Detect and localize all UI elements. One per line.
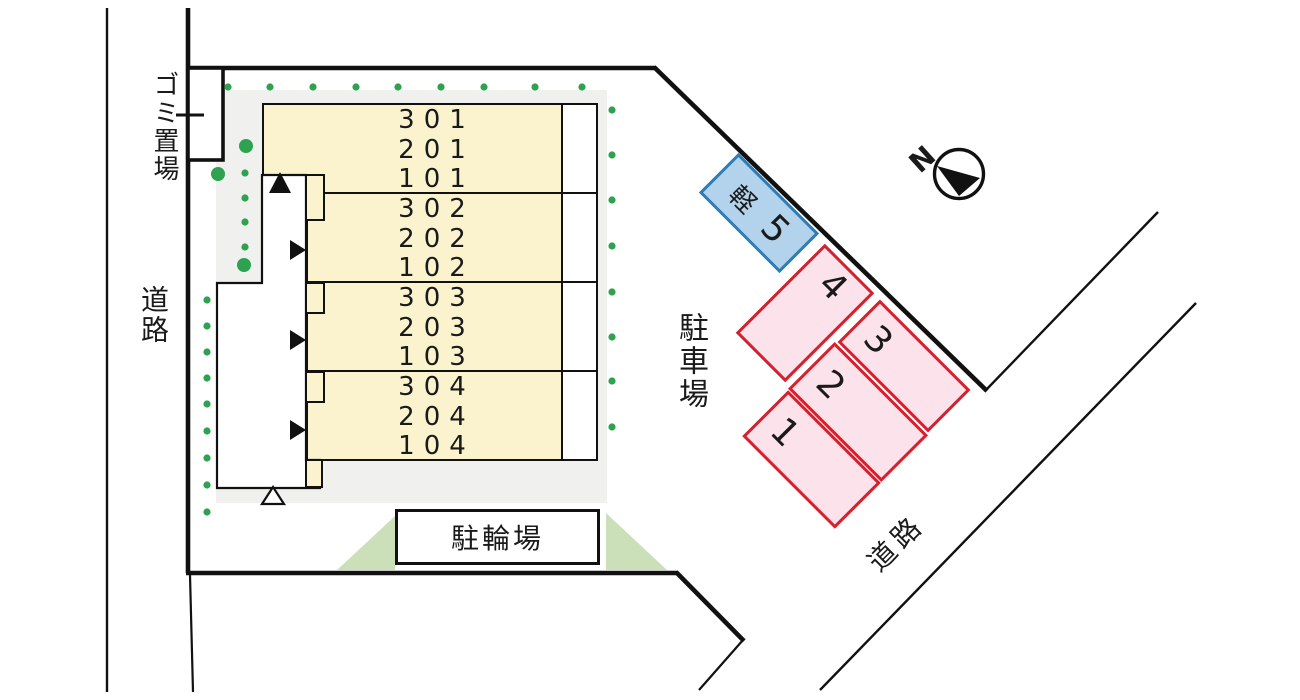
balcony-column — [561, 105, 596, 192]
unit-numbers: 301 201 101 — [332, 105, 532, 195]
tree-dot-icon — [211, 167, 225, 181]
unit-203: 203 — [398, 312, 475, 343]
tree-dot-icon — [394, 83, 402, 91]
tree-dot-icon — [203, 454, 211, 462]
building-row-4: 304 204 104 — [306, 370, 598, 461]
tree-dot-icon — [203, 322, 211, 330]
building-row-1: 301 201 101 — [262, 103, 598, 194]
building-row-3: 303 203 103 — [306, 281, 598, 372]
road-label-left: 道路 — [137, 285, 170, 345]
tree-dot-icon — [203, 400, 211, 408]
tree-dot-icon — [608, 151, 616, 159]
unit-201: 201 — [398, 134, 475, 165]
stair-open-arrow-icon — [259, 484, 287, 506]
unit-202: 202 — [398, 223, 475, 254]
road-edge-south — [698, 639, 744, 691]
tree-dot-icon — [309, 83, 317, 91]
unit-302: 302 — [398, 194, 475, 224]
corridor-outline — [215, 173, 322, 490]
boundary-south-diagonal — [674, 570, 746, 643]
entrance-tabs — [305, 174, 325, 488]
tree-dot-icon — [608, 333, 616, 341]
tree-dot-icon — [203, 481, 211, 489]
tree-dot-icon — [608, 196, 616, 204]
road-edge-southeast — [819, 302, 1197, 691]
stair-up-arrow-icon — [269, 172, 291, 193]
unit-numbers: 303 203 103 — [332, 283, 532, 373]
tree-dot-icon — [266, 83, 274, 91]
unit-303: 303 — [398, 283, 475, 313]
tree-dot-icon — [203, 374, 211, 382]
entrance-arrow-icons — [269, 172, 306, 440]
tree-dot-icon — [203, 427, 211, 435]
green-corner-triangles — [337, 513, 667, 570]
green-triangle-right — [606, 513, 667, 570]
parking-area-label: 駐車場 — [673, 312, 708, 411]
unit-104: 104 — [398, 431, 475, 461]
entrance-arrow-icon — [290, 420, 306, 440]
tree-dot-icon — [578, 83, 586, 91]
unit-204: 204 — [398, 401, 475, 432]
balcony-column — [561, 194, 596, 281]
tree-dot-icon — [241, 194, 249, 202]
tree-dot-icon — [203, 348, 211, 356]
road-edge-southwest — [188, 574, 195, 693]
garbage-area-label: ゴミ置場 — [149, 71, 179, 183]
tree-dot-icon — [203, 296, 211, 304]
tree-dot-icon — [480, 83, 488, 91]
unit-301: 301 — [398, 105, 475, 135]
boundary-northeast-diagonal — [652, 65, 989, 393]
unit-101: 101 — [398, 164, 475, 194]
tree-dot-icon — [352, 83, 360, 91]
green-triangle-left — [337, 516, 395, 570]
balcony-column — [561, 372, 596, 459]
tree-dot-icon — [608, 377, 616, 385]
tree-dot-icon — [239, 139, 253, 153]
tree-dot-icon — [608, 242, 616, 250]
tree-dot-icon — [237, 258, 251, 272]
tree-dot-icon — [608, 288, 616, 296]
tree-dot-icon — [437, 83, 445, 91]
tree-dot-icon — [203, 508, 211, 516]
tree-dot-icon — [241, 218, 249, 226]
unit-numbers: 304 204 104 — [332, 372, 532, 462]
north-compass — [932, 147, 986, 201]
entrance-arrow-icon — [290, 330, 306, 350]
unit-102: 102 — [398, 253, 475, 283]
unit-numbers: 302 202 102 — [332, 194, 532, 284]
tree-dot-icon — [531, 83, 539, 91]
entrance-arrow-icon — [290, 240, 306, 260]
building-row-2: 302 202 102 — [306, 192, 598, 283]
tree-dot-icon — [224, 83, 232, 91]
balcony-column — [561, 283, 596, 370]
road-edge-northeast — [985, 211, 1159, 391]
unit-304: 304 — [398, 372, 475, 402]
tree-dot-icon — [241, 243, 249, 251]
bicycle-parking-label: 駐輪場 — [450, 522, 544, 555]
tree-dot-icon — [608, 106, 616, 114]
tree-dot-icon — [608, 423, 616, 431]
bicycle-parking-box: 駐輪場 — [395, 509, 600, 565]
unit-103: 103 — [398, 342, 475, 372]
greenery-dots — [203, 83, 616, 516]
tree-dot-icon — [241, 169, 249, 177]
compass-needle-icon — [937, 166, 980, 196]
